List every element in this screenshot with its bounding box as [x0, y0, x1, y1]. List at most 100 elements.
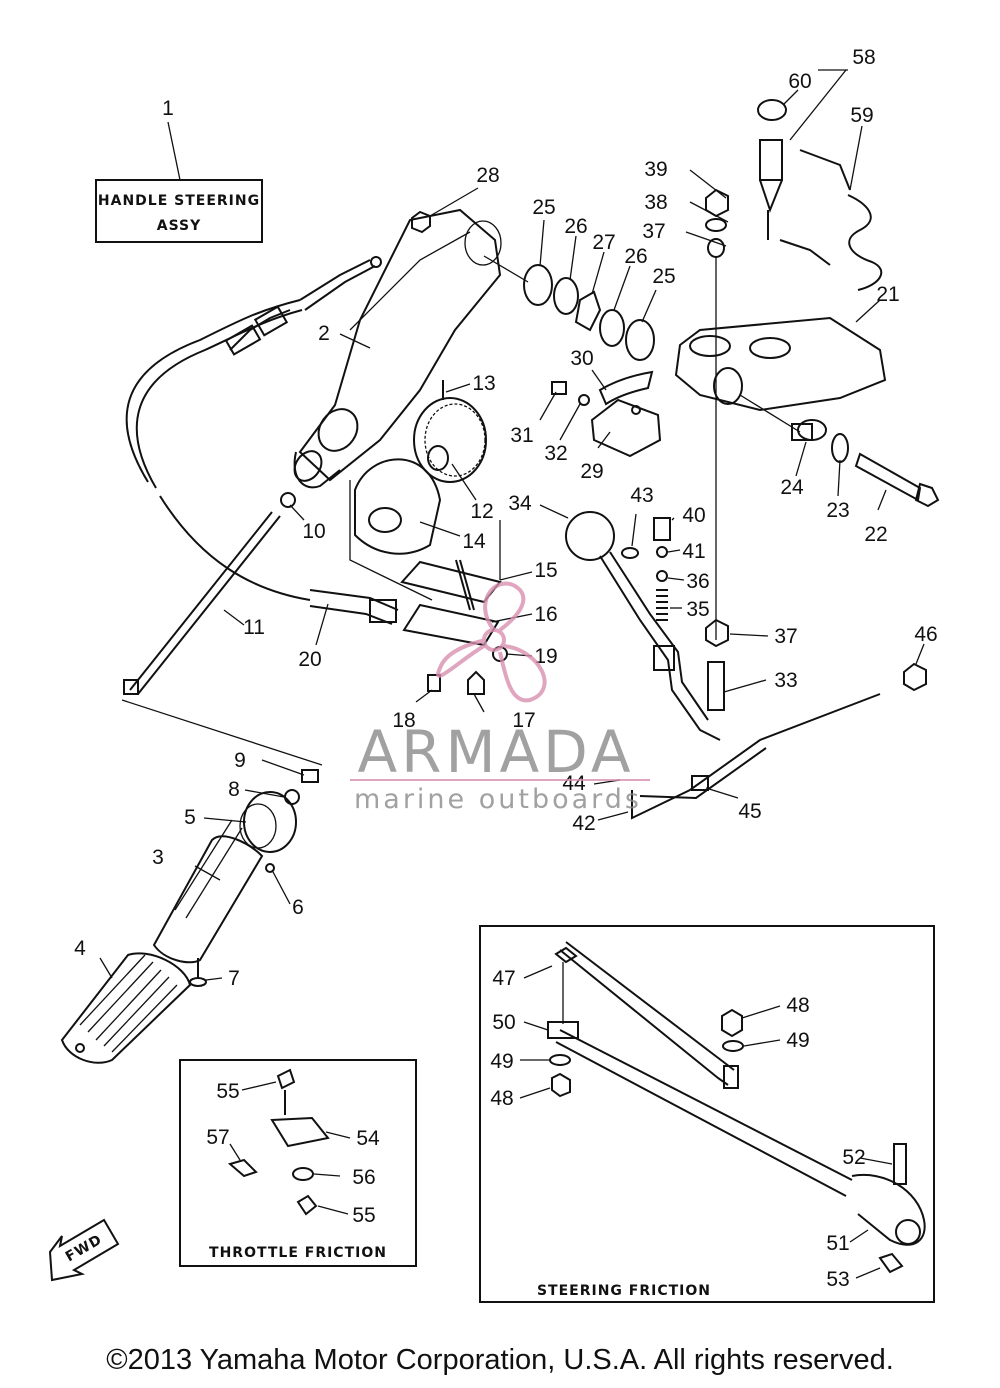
- callout-48a: 48: [786, 994, 809, 1017]
- callout-54: 54: [356, 1127, 380, 1150]
- callout-26a: 26: [564, 215, 587, 238]
- friction-plate-30: [598, 370, 654, 406]
- callout-58: 58: [852, 46, 875, 69]
- callout-20: 20: [298, 648, 321, 671]
- callout-15: 15: [534, 559, 557, 582]
- callout-24: 24: [780, 476, 804, 499]
- callout-29: 29: [580, 460, 603, 483]
- throttle-friction-label: THROTTLE FRICTION: [209, 1245, 387, 1261]
- grommet-43: [621, 547, 639, 559]
- callout-22: 22: [864, 523, 887, 546]
- steering-friction-label: STEERING FRICTION: [537, 1283, 711, 1299]
- callout-9: 9: [234, 749, 246, 772]
- handle-assy-label-line2: ASSY: [157, 218, 202, 234]
- watermark-brand: ARMADA: [357, 718, 634, 786]
- callout-18: 18: [392, 709, 415, 732]
- callout-44: 44: [562, 772, 586, 795]
- callout-3: 3: [152, 846, 164, 869]
- handle-assy-label-box: HANDLE STEERING ASSY: [95, 121, 263, 243]
- callout-17: 17: [512, 709, 535, 732]
- callout-33: 33: [774, 669, 797, 692]
- callout-6: 6: [292, 896, 304, 919]
- friction-plate-14: [354, 458, 442, 555]
- callout-1: 1: [162, 97, 174, 120]
- washer-23: [831, 433, 849, 463]
- copyright-notice: ©2013 Yamaha Motor Corporation, U.S.A. A…: [106, 1344, 894, 1376]
- callout-23: 23: [826, 499, 849, 522]
- callout-16: 16: [534, 603, 557, 626]
- collar-37b: [705, 618, 729, 648]
- screw-9: [301, 769, 319, 783]
- callout-39: 39: [644, 158, 667, 181]
- callout-35: 35: [686, 598, 709, 621]
- leader-lines: [99, 69, 925, 1279]
- armada-watermark: ARMADA marine outboards: [350, 581, 650, 815]
- throttle-friction-box: THROTTLE FRICTION: [179, 1059, 417, 1267]
- shift-lever: [599, 551, 721, 741]
- bushing-24: [791, 419, 827, 441]
- callout-11: 11: [243, 616, 265, 639]
- callout-32: 32: [544, 442, 567, 465]
- rod-33: [707, 661, 725, 711]
- ball-6: [265, 863, 275, 873]
- callout-52: 52: [842, 1146, 865, 1169]
- callout-59: 59: [850, 104, 873, 127]
- bolt-31: [551, 381, 567, 395]
- cable-20: [159, 495, 399, 625]
- throttle-cable: [125, 256, 382, 489]
- callout-43: 43: [630, 484, 653, 507]
- callout-38: 38: [644, 191, 667, 214]
- callout-8: 8: [228, 778, 240, 801]
- steering-handle-body: [293, 208, 502, 489]
- callout-26b: 26: [624, 245, 647, 268]
- bracket-29: [590, 398, 662, 458]
- link-rod-42: [631, 693, 881, 820]
- callout-40: 40: [682, 504, 705, 527]
- throttle-grip-4: [60, 952, 192, 1064]
- callout-19: 19: [534, 645, 557, 668]
- callout-60: 60: [788, 70, 811, 93]
- callout-2: 2: [318, 322, 330, 345]
- callout-31: 31: [510, 424, 533, 447]
- watermark-tagline: marine outboards: [354, 784, 642, 815]
- lanyard-59: [779, 149, 883, 291]
- callout-28: 28: [476, 164, 499, 187]
- washer-41: [656, 546, 668, 558]
- friction-gear-12: [413, 380, 487, 483]
- assembly-guide-lines: [121, 480, 501, 766]
- callout-42: 42: [572, 812, 595, 835]
- bolt-22: [854, 452, 940, 508]
- screw-7: [189, 958, 207, 987]
- collar-5: [239, 791, 297, 853]
- pin-40: [653, 517, 671, 541]
- propeller-logo-icon: [436, 581, 547, 703]
- callout-10: 10: [302, 520, 325, 543]
- callout-37b: 37: [774, 625, 797, 648]
- callout-49a: 49: [786, 1029, 809, 1052]
- callout-12: 12: [470, 500, 493, 523]
- callout-48b: 48: [490, 1087, 513, 1110]
- callout-47: 47: [492, 967, 515, 990]
- fwd-label: FWD: [63, 1232, 105, 1266]
- screw-18: [427, 674, 441, 692]
- screw-17: [467, 670, 485, 695]
- callout-5: 5: [184, 806, 196, 829]
- callout-57: 57: [206, 1126, 229, 1149]
- nut-46: [903, 662, 927, 692]
- spring-35: [656, 589, 668, 621]
- callout-27: 27: [592, 231, 615, 254]
- washer-38: [705, 218, 727, 232]
- callout-25a: 25: [532, 196, 555, 219]
- handle-assy-label-line1: HANDLE STEERING: [98, 193, 260, 209]
- callout-13: 13: [472, 372, 495, 395]
- callout-36: 36: [686, 570, 709, 593]
- collar-37: [707, 238, 725, 258]
- callout-7: 7: [228, 967, 240, 990]
- callout-37a: 37: [642, 220, 665, 243]
- callout-4: 4: [74, 937, 86, 960]
- washer-10: [280, 492, 296, 508]
- callout-49b: 49: [490, 1050, 513, 1073]
- washer-32: [578, 394, 590, 406]
- cap-60: [757, 99, 787, 121]
